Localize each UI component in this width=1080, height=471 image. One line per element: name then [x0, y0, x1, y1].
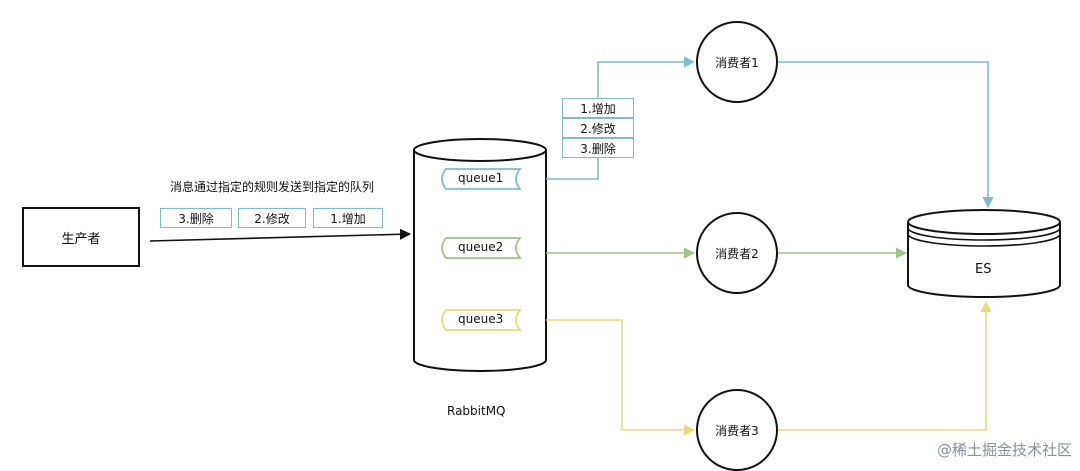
queue2-label: queue2: [458, 240, 504, 254]
routing-caption: 消息通过指定的规则发送到指定的队列: [170, 180, 375, 194]
outgoing-message-update: 2.修改: [238, 208, 306, 228]
consumer2-node: 消费者2: [696, 212, 778, 294]
consumer1-to-es-edge: [778, 61, 994, 209]
queue3-to-consumer3-edge: [546, 319, 696, 436]
consumer1-label: 消费者1: [715, 55, 759, 70]
queue1-label: queue1: [458, 171, 504, 185]
producer-to-broker-arrow: [149, 228, 412, 242]
queue3-tag: [441, 309, 522, 331]
queue1-message-update: 2.修改: [562, 118, 634, 138]
queue1-tag: [441, 168, 522, 190]
watermark: @稀土掘金技术社区: [936, 441, 1072, 459]
consumer3-to-es-edge: [778, 300, 992, 431]
consumer3-node: 消费者3: [696, 389, 778, 471]
rabbitmq-label: RabbitMQ: [447, 404, 506, 418]
outgoing-message-delete: 3.删除: [160, 208, 232, 228]
consumer3-label: 消费者3: [715, 423, 759, 438]
outgoing-message-add: 1.增加: [313, 208, 383, 228]
es-label: ES: [975, 262, 992, 277]
queue1-message-delete: 3.删除: [562, 138, 634, 158]
es-cylinder: [907, 209, 1061, 298]
queue2-tag: [441, 237, 522, 259]
queue3-label: queue3: [458, 312, 504, 326]
producer-label: 生产者: [61, 231, 101, 247]
producer-node: 生产者: [22, 207, 140, 267]
queue1-message-add: 1.增加: [562, 98, 634, 118]
consumer1-node: 消费者1: [696, 21, 778, 103]
consumer2-label: 消费者2: [715, 246, 759, 261]
